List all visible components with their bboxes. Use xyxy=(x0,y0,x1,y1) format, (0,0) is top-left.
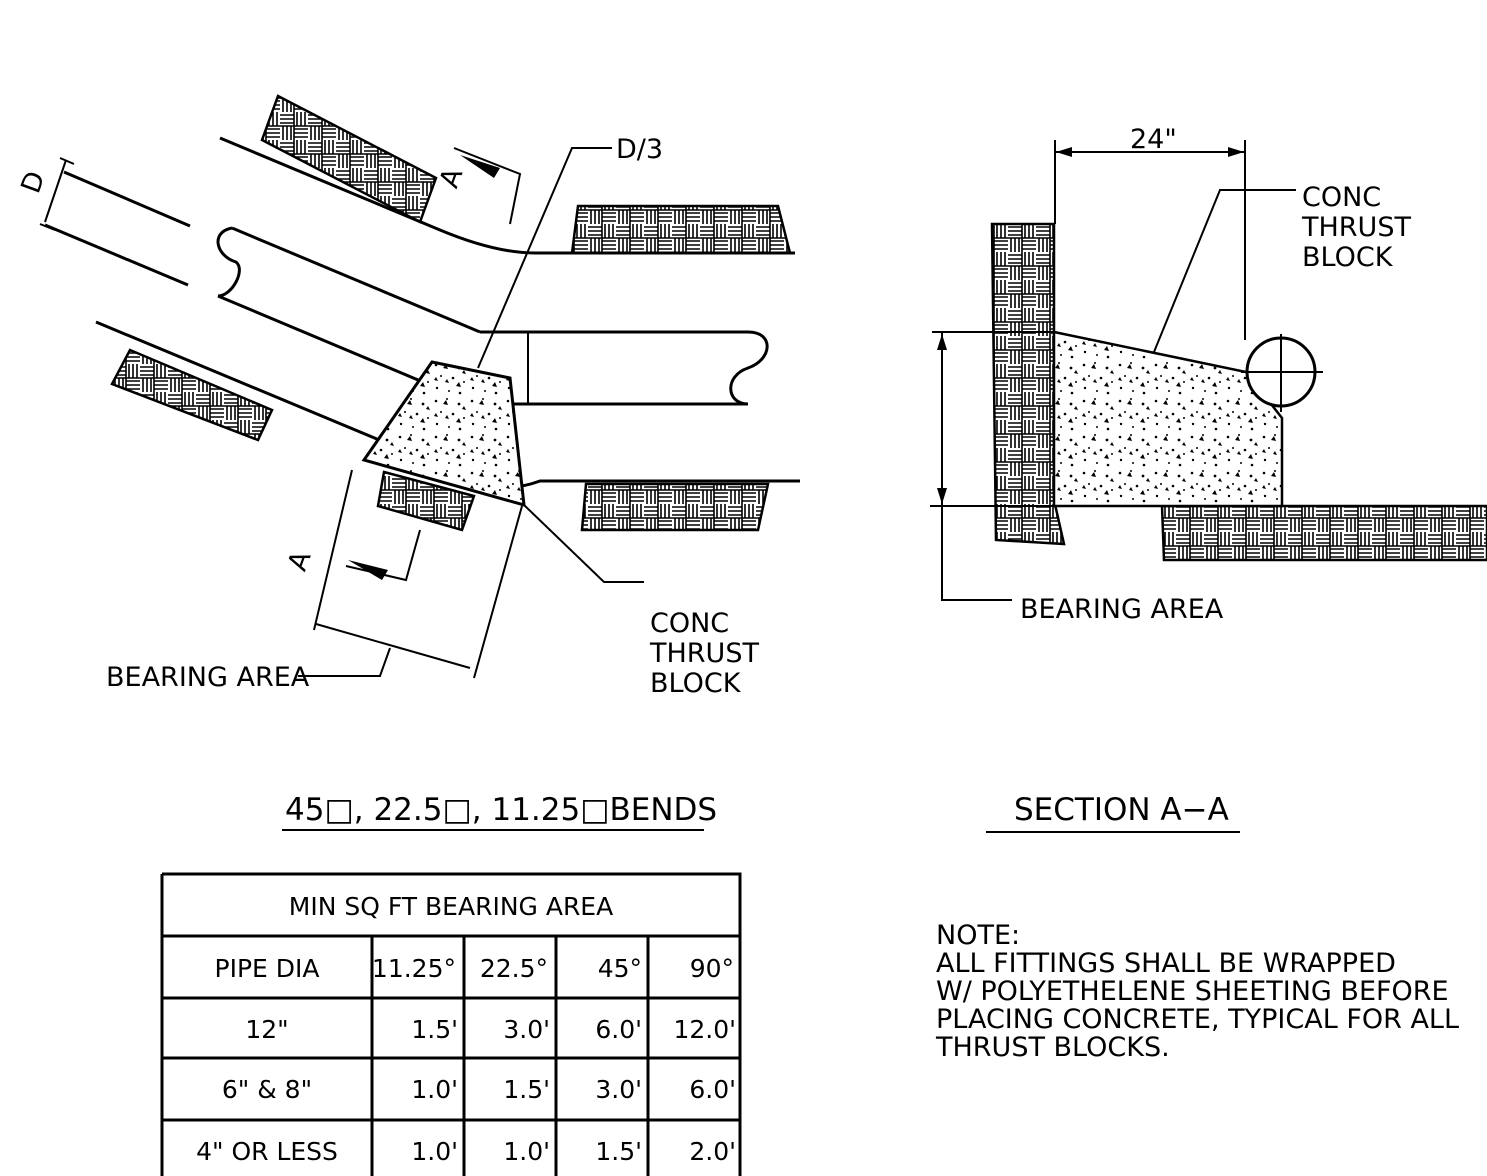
section-24in-label: 24" xyxy=(1130,124,1177,155)
section-bearing-area-label: BEARING AREA xyxy=(1020,594,1224,625)
bearing-area-extension-lines xyxy=(313,469,523,679)
section-thrust-block-label-line-3: BLOCK xyxy=(1302,242,1394,273)
plan-thrust-block-label-line-1: CONC xyxy=(650,608,729,639)
table-header-45: 45° xyxy=(598,954,642,983)
section-view-title: SECTION A−A xyxy=(1014,792,1229,828)
table-row-3-22-5: 1.0' xyxy=(503,1137,550,1166)
table-row-1-90: 12.0' xyxy=(673,1015,736,1044)
angled-pipe-lower-edge xyxy=(217,294,431,387)
table-header-11-25: 11.25° xyxy=(372,954,456,983)
plan-thrust-block-label-line-2: THRUST xyxy=(649,638,759,669)
note-line-2: W/ POLYETHELENE SHEETING BEFORE xyxy=(936,976,1449,1007)
section-bearing-area-dimension xyxy=(932,331,1054,601)
section-cut-label-upper: A xyxy=(434,164,470,192)
section-thrust-block-leader xyxy=(1153,189,1296,353)
table-row-3-11-25: 1.0' xyxy=(411,1137,458,1166)
angled-pipe-inner-edge-2 xyxy=(44,223,189,287)
table-header-22-5: 22.5° xyxy=(480,954,548,983)
soil-hatch-lower-right xyxy=(580,482,770,532)
table-grid xyxy=(160,872,742,1176)
table-row-3-dia: 4" OR LESS xyxy=(196,1137,338,1166)
table-row-3-45: 1.5' xyxy=(595,1137,642,1166)
table-row-2-90: 6.0' xyxy=(689,1075,736,1104)
section-cut-arrowhead-upper xyxy=(460,155,500,178)
table-row-2-11-25: 1.0' xyxy=(411,1075,458,1104)
soil-hatch-upper-left xyxy=(260,94,438,224)
table-row-2-22-5: 1.5' xyxy=(503,1075,550,1104)
bearing-area-dimension-line xyxy=(315,623,471,669)
construction-note: NOTE: ALL FITTINGS SHALL BE WRAPPED W/ P… xyxy=(935,920,1459,1063)
soil-hatch-lower-center xyxy=(376,470,476,532)
bearing-area-table: MIN SQ FT BEARING AREA PIPE DIA 11.25° 2… xyxy=(160,872,742,1176)
plan-thrust-block-leader xyxy=(523,504,644,583)
table-header-90: 90° xyxy=(690,954,734,983)
section-cut-arrowhead-lower xyxy=(348,560,388,580)
section-cut-label-lower: A xyxy=(282,547,318,575)
plan-thrust-block-label-line-3: BLOCK xyxy=(650,668,742,699)
table-row-1-11-25: 1.5' xyxy=(411,1015,458,1044)
table-row-2-45: 3.0' xyxy=(595,1075,642,1104)
section-thrust-block-label-line-1: CONC xyxy=(1302,182,1381,213)
bearing-area-leader-line xyxy=(298,647,391,677)
d3-label: D/3 xyxy=(616,134,663,165)
section-soil-wall xyxy=(990,222,1066,546)
table-row-2-dia: 6" & 8" xyxy=(222,1075,312,1104)
section-thrust-block-label-line-2: THRUST xyxy=(1301,212,1411,243)
table-title: MIN SQ FT BEARING AREA xyxy=(289,892,613,921)
section-cut-arrow-upper xyxy=(453,147,522,225)
plan-bearing-area-label: BEARING AREA xyxy=(106,662,310,693)
plan-view: D D/3 A A BEARING AREA CONC THRUST BLOCK… xyxy=(15,94,800,831)
section-bearing-arrow-top xyxy=(937,334,947,350)
note-line-4: THRUST BLOCKS. xyxy=(935,1032,1170,1063)
angled-pipe-top-edge xyxy=(219,136,795,255)
table-header-pipe-dia: PIPE DIA xyxy=(215,954,320,983)
section-view: 24" CONC THRUST BLOCK BEARING AREA SECTI… xyxy=(930,124,1487,833)
section-bearing-arrow-bottom xyxy=(937,488,947,504)
diameter-label: D xyxy=(15,167,51,197)
section-pipe-centerlines xyxy=(1241,334,1323,412)
section-cut-arrow-lower xyxy=(345,529,421,582)
angled-pipe-break xyxy=(216,226,481,334)
section-24in-arrow-left xyxy=(1056,147,1072,157)
soil-hatch-lower-left xyxy=(110,348,274,442)
note-line-1: ALL FITTINGS SHALL BE WRAPPED xyxy=(936,948,1396,979)
section-concrete-thrust-block xyxy=(1052,330,1284,508)
table-row-1-22-5: 3.0' xyxy=(503,1015,550,1044)
angled-pipe-inner-edge-1 xyxy=(63,170,191,228)
straight-pipe xyxy=(480,330,769,406)
section-24in-arrow-right xyxy=(1228,147,1244,157)
soil-hatch-upper-right xyxy=(570,204,792,255)
note-line-3: PLACING CONCRETE, TYPICAL FOR ALL xyxy=(936,1004,1459,1035)
plan-view-title: 45□, 22.5□, 11.25□BENDS xyxy=(285,792,717,828)
section-soil-floor xyxy=(1160,504,1487,562)
d3-leader-line xyxy=(477,147,612,369)
section-24in-extension-lines xyxy=(1054,140,1246,340)
diameter-dimension-line xyxy=(39,157,75,231)
table-row-1-dia: 12" xyxy=(245,1015,288,1044)
table-row-1-45: 6.0' xyxy=(595,1015,642,1044)
table-row-3-90: 2.0' xyxy=(689,1137,736,1166)
note-heading: NOTE: xyxy=(936,920,1020,951)
